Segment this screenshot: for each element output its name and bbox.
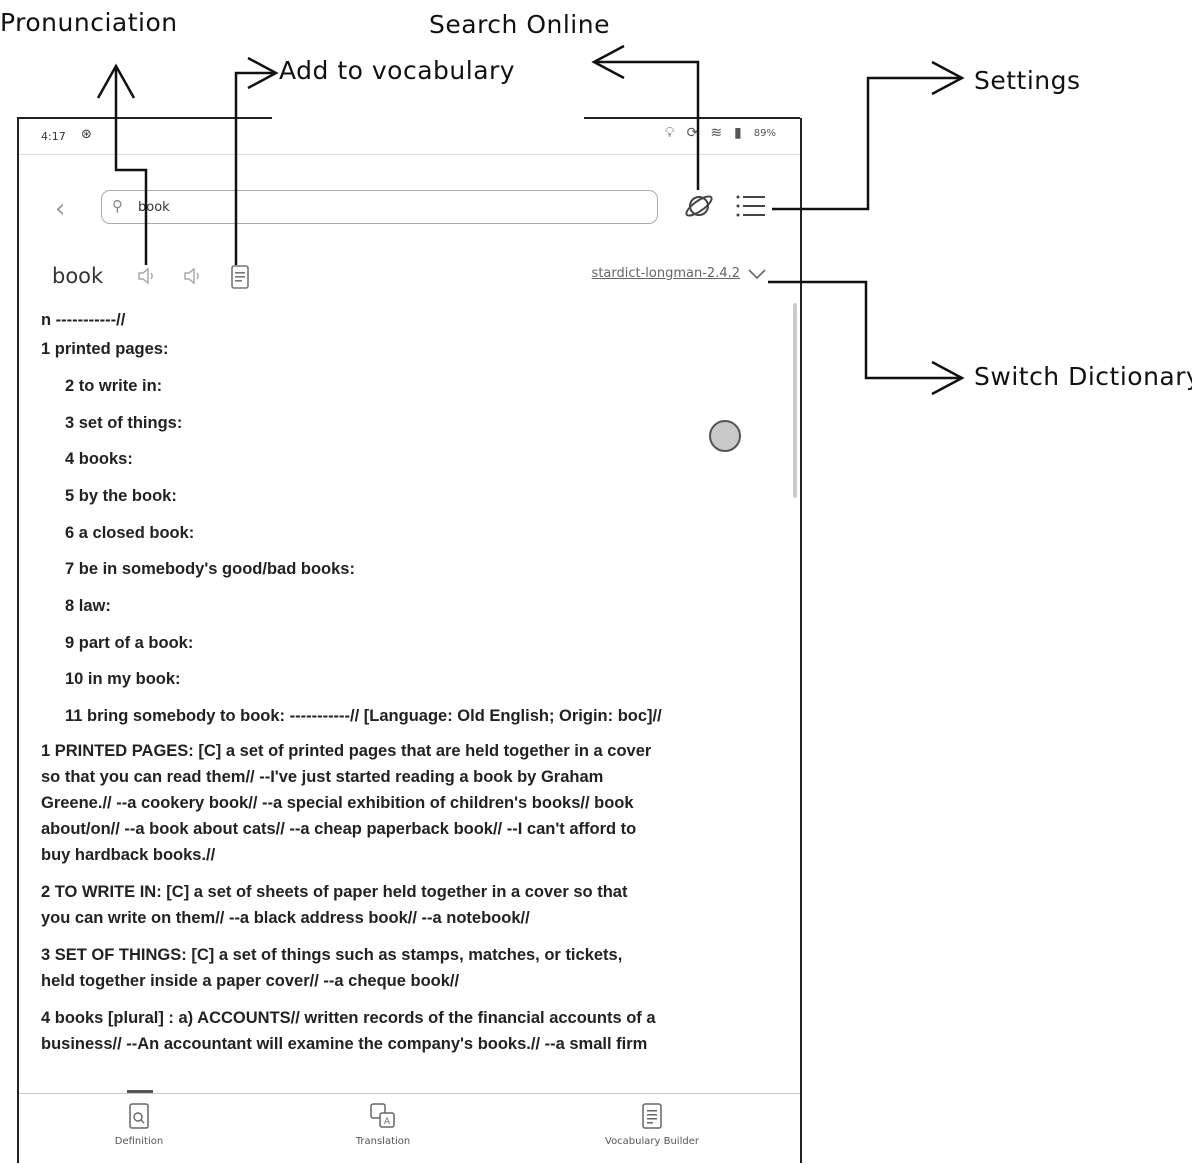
definition-line: 10 in my book: (65, 670, 181, 688)
status-time: 4:17 (41, 130, 66, 143)
bulb-icon: 💡︎ (664, 125, 675, 141)
speaker-uk-icon[interactable] (135, 264, 159, 288)
scrollbar[interactable] (793, 303, 797, 498)
status-bar: 4:17 ⊛ 💡︎ ⟳ ≋ ▮ 89% (19, 118, 800, 155)
callout-switch-dictionary: Switch Dictionary (974, 362, 1192, 391)
definition-icon (129, 1103, 149, 1129)
settings-menu-icon[interactable] (735, 192, 767, 220)
device-screen: 4:17 ⊛ 💡︎ ⟳ ≋ ▮ 89% ‹ ⚲ book (17, 118, 802, 1163)
tab-translation[interactable]: A Translation (313, 1102, 453, 1147)
add-to-vocabulary-icon[interactable] (229, 264, 251, 290)
translation-icon: A (370, 1103, 395, 1128)
search-box[interactable]: ⚲ (101, 190, 658, 224)
definition-line: 4 books: (65, 450, 133, 468)
definition-line: 3 set of things: (65, 414, 183, 432)
battery-icon: ▮ (734, 125, 742, 141)
definition-paragraph: 2 TO WRITE IN: [C] a set of sheets of pa… (41, 883, 628, 927)
search-online-icon[interactable] (683, 190, 715, 222)
battery-level: 89% (753, 127, 776, 139)
definition-line: 11 bring somebody to book: -----------//… (65, 707, 662, 725)
sync-icon: ⊛ (81, 127, 92, 142)
definition-line: 8 law: (65, 597, 111, 615)
tab-definition-label: Definition (114, 1136, 164, 1147)
active-tab-indicator (127, 1090, 153, 1093)
search-row: ‹ ⚲ (19, 178, 800, 238)
bottom-tab-bar: Definition A Translation Vocabulary Buil… (19, 1090, 800, 1164)
tab-vocabulary-builder-label: Vocabulary Builder (605, 1136, 699, 1147)
wifi-icon: ≋ (710, 125, 723, 141)
definition-line: n -----------// (41, 311, 126, 329)
definition-line: 6 a closed book: (65, 524, 195, 542)
callout-search-online: Search Online (429, 10, 610, 39)
device-top-edge-right (584, 117, 800, 119)
chevron-down-icon (748, 268, 766, 279)
dictionary-name: stardict-longman-2.4.2 (591, 266, 740, 281)
definition-line: 7 be in somebody's good/bad books: (65, 560, 355, 578)
svg-text:A: A (384, 1117, 391, 1127)
headword: book (52, 264, 104, 288)
definition-line: 9 part of a book: (65, 634, 194, 652)
speaker-us-icon[interactable] (181, 264, 205, 288)
definition-paragraph: 4 books [plural] : a) ACCOUNTS// written… (41, 1009, 656, 1053)
definition-line: 1 printed pages: (41, 340, 169, 358)
back-icon[interactable]: ‹ (55, 194, 66, 224)
search-input[interactable] (136, 194, 640, 220)
callout-settings: Settings (974, 66, 1081, 95)
refresh-icon: ⟳ (686, 125, 699, 141)
vocabulary-builder-icon (642, 1103, 662, 1129)
definition-paragraph: 3 SET OF THINGS: [C] a set of things suc… (41, 946, 623, 990)
callout-pronunciation: Pronunciation (0, 8, 178, 37)
definition-line: 2 to write in: (65, 377, 163, 395)
tab-vocabulary-builder[interactable]: Vocabulary Builder (582, 1102, 722, 1147)
device-top-edge-left (17, 117, 272, 119)
switch-dictionary[interactable]: stardict-longman-2.4.2 (592, 266, 766, 281)
search-icon: ⚲ (112, 197, 123, 215)
word-row: book stardict-longman-2.4.2 (19, 258, 800, 298)
definition-paragraph: 1 PRINTED PAGES: [C] a set of printed pa… (41, 742, 652, 864)
floating-ball[interactable] (709, 420, 741, 452)
tab-definition[interactable]: Definition (69, 1102, 209, 1147)
tab-translation-label: Translation (355, 1136, 411, 1147)
callout-add-to-vocabulary: Add to vocabulary (279, 56, 516, 85)
definition-line: 5 by the book: (65, 487, 177, 505)
